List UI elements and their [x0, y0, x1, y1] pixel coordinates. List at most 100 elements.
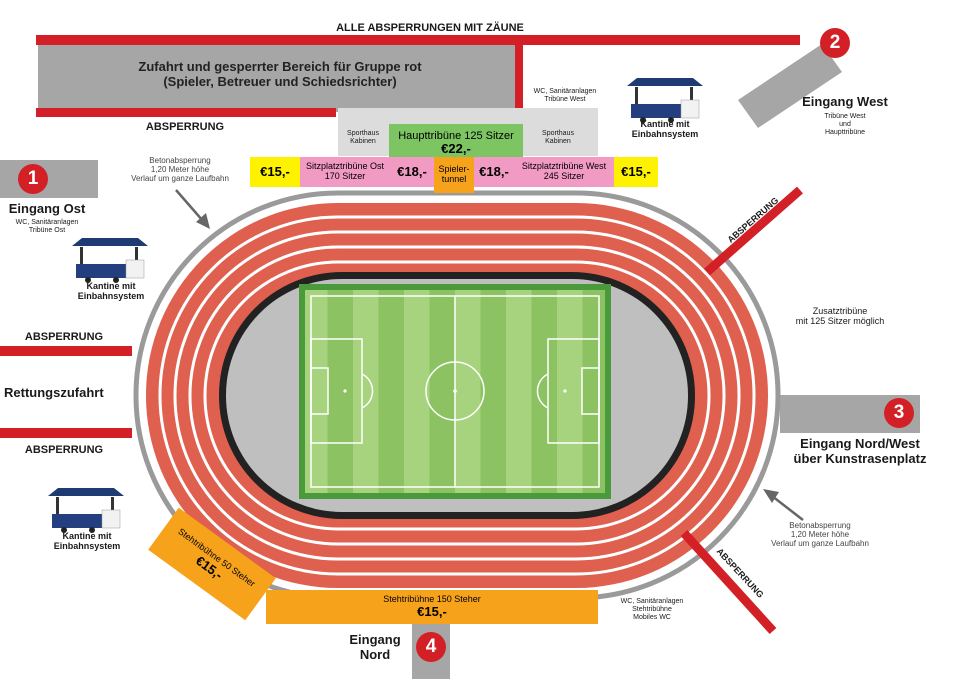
entrance-north-line2: Nord — [359, 646, 391, 662]
restricted-fence-bottom — [36, 108, 336, 117]
goal-box-left — [310, 367, 329, 415]
kantine-label-east: Kantine mit Einbahnsystem — [66, 281, 156, 302]
restricted-area-line1: Zufahrt und gesperrter Bereich für Grupp… — [138, 59, 422, 74]
beton-line2: 1,20 Meter höhe — [790, 530, 850, 540]
entrance-northwest-line1: Eingang Nord/West — [800, 436, 920, 451]
lane-line-4 — [203, 260, 711, 531]
entrance-west-sub: Tribüne West und Haupttribüne — [800, 113, 890, 137]
stand-east-line2: 170 Sitzer — [324, 171, 366, 181]
stand-east-line1: Sitzplatztribüne Ost — [305, 161, 385, 172]
fence-left-bottom — [0, 428, 132, 438]
wc-west-line2: Tribüne West — [544, 96, 586, 104]
sporthaus-line1: Sporthaus — [347, 130, 379, 137]
beton-arrow-left-head — [196, 213, 210, 229]
wc-west-line1: WC, Sanitäranlagen — [533, 88, 597, 95]
center-spot — [453, 389, 457, 393]
haupttribuene-stand: Haupttribüne 125 Sitzer €22,- — [389, 124, 523, 162]
steh150-price: €15,- — [417, 603, 447, 619]
haupttribuene-name: Haupttribüne 125 Sitzer — [398, 129, 514, 142]
stand-standing-150: Stehtribühne 150 Steher €15,- — [266, 590, 598, 624]
beton-arrow-right-line — [771, 495, 804, 521]
kantine-line2: Einbahnsystem — [77, 291, 145, 302]
goal-box-right — [581, 367, 600, 415]
entrance-east-badge: 1 — [18, 164, 48, 194]
sporthaus-line2: Kabinen — [545, 138, 571, 146]
stand-west: Sitzplatztribüne West 245 Sitzer — [514, 157, 614, 187]
kantine-line2: Einbahnsystem — [53, 541, 121, 552]
restricted-fence-right — [515, 44, 523, 109]
stand-west-price: €18,- — [474, 157, 514, 187]
lane-line-1 — [158, 215, 756, 576]
kantine-truck-icon — [627, 78, 703, 123]
entrance-northwest-line2: über Kunstrasenplatz — [793, 450, 927, 466]
wc-north-label: WC, Sanitäranlagen Stehtribühne Mobiles … — [612, 598, 692, 622]
top-fence-label: ALLE ABSPERRUNGEN MIT ZÄUNE — [336, 22, 524, 34]
lane-line-3 — [188, 245, 726, 546]
kantine-label-north: Kantine mit Einbahnsystem — [42, 531, 132, 552]
sporthaus-right-label: Sporthaus Kabinen — [533, 130, 583, 146]
arc-left — [361, 373, 374, 409]
lane-line-2 — [173, 230, 741, 561]
entrance-west-line3: Haupttribüne — [824, 129, 866, 137]
entrance-north-badge: 4 — [416, 632, 446, 662]
entrance-west-road — [738, 44, 842, 128]
restricted-area — [38, 42, 521, 112]
sporthaus-left-label: Sporthaus Kabinen — [338, 130, 388, 146]
stand-west-outer-price: €15,- — [614, 157, 658, 187]
beton-arrow-right-head — [763, 489, 779, 503]
entrance-west-title: Eingang West — [802, 94, 888, 109]
entrance-northwest-badge: 3 — [884, 398, 914, 428]
stand-west-line1: Sitzplatztribüne West — [521, 161, 607, 172]
kantine-line1: Kantine mit — [640, 119, 690, 129]
entrance-west-line2: und — [839, 121, 851, 129]
center-circle — [425, 361, 485, 421]
entrance-east-road — [0, 160, 98, 198]
kantine-label-west: Kantine mit Einbahnsystem — [620, 119, 710, 140]
stand-east-price: €18,- — [390, 157, 434, 187]
spot-left — [343, 389, 347, 393]
stand-east-outer-price: €15,- — [250, 157, 300, 187]
steh150-name: Stehtribühne 150 Steher — [383, 593, 481, 604]
stand-west-line2: 245 Sitzer — [543, 171, 585, 181]
rettungszufahrt-label: Rettungszufahrt — [4, 385, 104, 400]
fence-right-top — [704, 186, 803, 276]
entrance-north-title: Eingang Nord — [340, 632, 410, 663]
top-fence — [36, 35, 800, 45]
entrance-north-line1: Eingang — [349, 632, 401, 647]
kantine-line1: Kantine mit — [62, 531, 112, 541]
beton-label-right: Betonabsperrung 1,20 Meter höhe Verlauf … — [750, 521, 890, 549]
beton-line2: 1,20 Meter höhe — [150, 165, 210, 175]
spot-right — [563, 389, 567, 393]
entrance-northwest-title: Eingang Nord/West über Kunstrasenplatz — [785, 436, 935, 467]
restricted-area-line2: (Spieler, Betreuer und Schiedsrichter) — [163, 73, 397, 89]
entrance-east-title: Eingang Ost — [8, 201, 86, 216]
wc-west-label: WC, Sanitäranlagen Tribüne West — [525, 88, 605, 104]
absperrung-left-bottom-label: ABSPERRUNG — [24, 444, 104, 456]
beton-line1: Betonabsperrung — [149, 156, 211, 165]
spielertunnel-line2: tunnel — [441, 174, 467, 184]
arc-right — [536, 373, 549, 409]
stand-east: Sitzplatztribüne Ost 170 Sitzer — [300, 157, 390, 187]
haupttribuene-price: €22,- — [441, 140, 471, 156]
spielertunnel-line1: Spieler- — [438, 164, 470, 175]
kantine-truck-icon — [48, 488, 124, 533]
wc-north-line1: WC, Sanitäranlagen — [620, 598, 684, 605]
beton-label-left: Betonabsperrung 1,20 Meter höhe Verlauf … — [110, 156, 250, 184]
entrance-east-sub: WC, Sanitäranlagen Tribüne Ost — [0, 219, 94, 235]
wc-north-line2: Stehtribühne — [632, 606, 672, 614]
fence-left-top — [0, 346, 132, 356]
kantine-truck-icon — [72, 238, 148, 283]
fence-right-bottom — [680, 529, 777, 635]
beton-line1: Betonabsperrung — [789, 521, 851, 530]
entrance-west-badge: 2 — [820, 28, 850, 58]
zusatz-line1: Zusatztribüne — [812, 306, 868, 316]
beton-line3: Verlauf um ganze Laufbahn — [771, 539, 869, 549]
zusatz-line2: mit 125 Sitzer möglich — [795, 316, 885, 327]
wc-north-line3: Mobiles WC — [633, 614, 671, 622]
zusatz-label: Zusatztribüne mit 125 Sitzer möglich — [775, 306, 905, 327]
sporthaus-line1: Sporthaus — [542, 130, 574, 137]
entrance-west-line1: Tribüne West — [824, 113, 866, 120]
absperrung-top-label: ABSPERRUNG — [145, 121, 225, 133]
